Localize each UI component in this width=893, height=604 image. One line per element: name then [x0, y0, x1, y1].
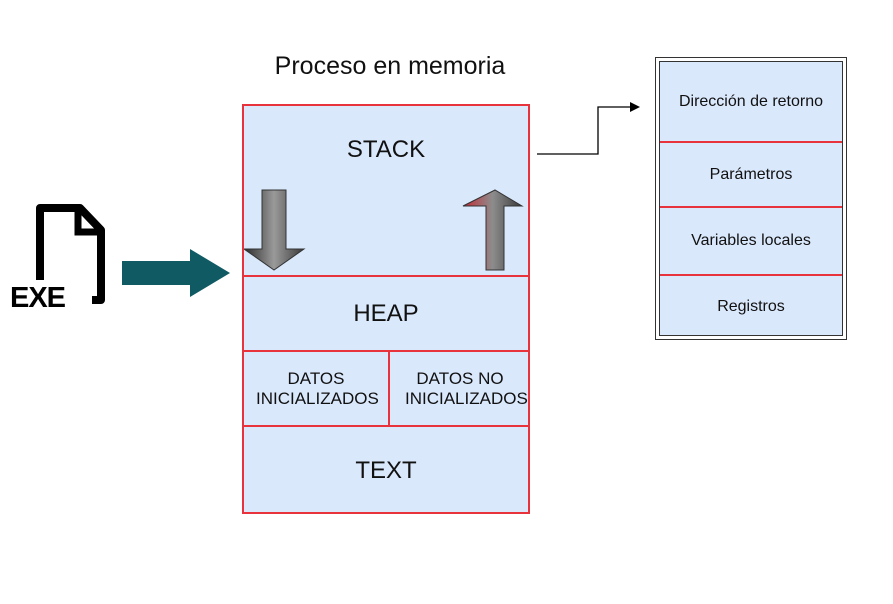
- stack-segment: STACK: [244, 106, 528, 277]
- process-memory: STACK HEAP DATOS INICIALIZADOS: [242, 104, 530, 514]
- stack-frame: Dirección de retorno Parámetros Variable…: [655, 57, 847, 340]
- frame-row-label: Registros: [717, 297, 785, 315]
- frame-row-label: Dirección de retorno: [678, 92, 824, 110]
- stack-to-frame-connector: [537, 106, 632, 155]
- initialized-data-label: DATOS INICIALIZADOS: [256, 368, 379, 408]
- frame-row-label: Variables locales: [691, 232, 811, 249]
- heap-grows-up-arrow: [462, 189, 524, 271]
- exe-icon-label: EXE: [10, 282, 66, 314]
- stack-grows-down-arrow: [244, 189, 306, 271]
- text-segment: TEXT: [244, 427, 528, 514]
- stack-frame-body: Dirección de retorno Parámetros Variable…: [659, 61, 843, 336]
- uninitialized-data-segment: DATOS NO INICIALIZADOS: [390, 352, 530, 425]
- heap-segment: HEAP: [244, 277, 528, 352]
- frame-row-return-address: Dirección de retorno: [660, 62, 842, 143]
- exe-file-icon: EXE: [0, 190, 115, 320]
- heap-label: HEAP: [353, 299, 419, 327]
- frame-row-parameters: Parámetros: [660, 143, 842, 208]
- text-label: TEXT: [355, 456, 417, 484]
- growth-arrows: [244, 189, 524, 271]
- stack-label: STACK: [346, 136, 426, 163]
- data-segments: DATOS INICIALIZADOS DATOS NO INICIALIZAD…: [244, 352, 528, 427]
- frame-row-registers: Registros: [660, 276, 842, 337]
- initialized-data-segment: DATOS INICIALIZADOS: [244, 352, 390, 425]
- frame-row-local-variables: Variables locales: [660, 208, 842, 276]
- diagram-title: Proceso en memoria: [274, 52, 506, 80]
- load-arrow: [122, 249, 230, 297]
- connector-arrowhead: [630, 102, 640, 112]
- frame-row-label: Parámetros: [709, 165, 793, 183]
- uninitialized-data-label: DATOS NO INICIALIZADOS: [405, 368, 528, 408]
